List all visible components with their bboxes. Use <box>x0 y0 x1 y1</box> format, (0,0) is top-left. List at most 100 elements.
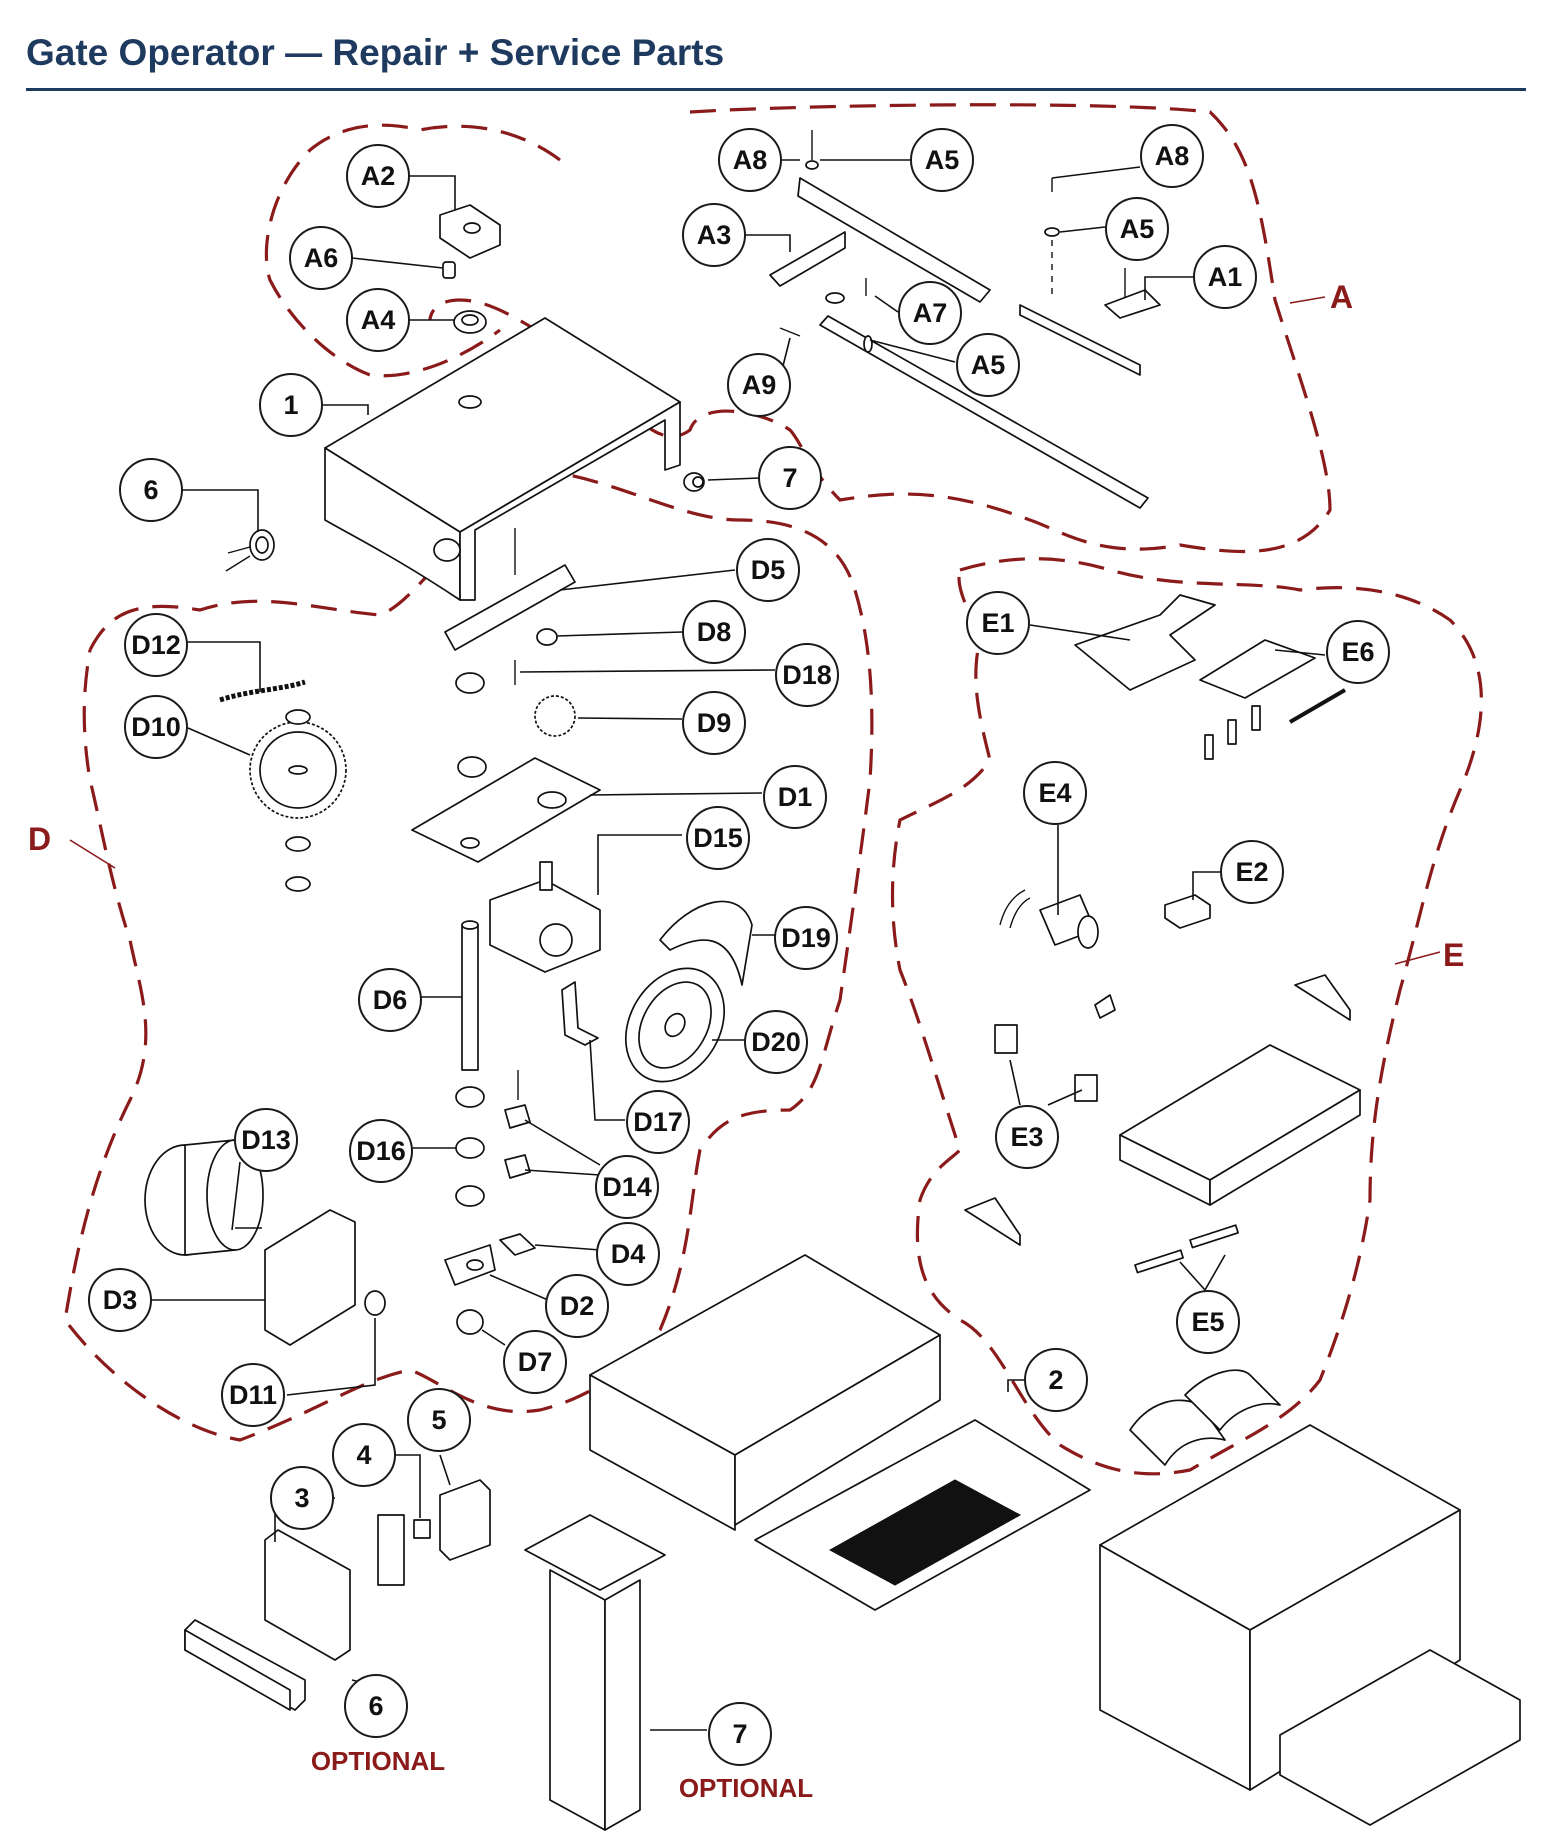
svg-text:D4: D4 <box>611 1239 646 1269</box>
callout-a5-right[interactable]: A5 <box>1105 197 1169 261</box>
callout-d20[interactable]: D20 <box>744 1010 808 1074</box>
callout-d17[interactable]: D17 <box>626 1090 690 1154</box>
callout-d15[interactable]: D15 <box>686 806 750 870</box>
callout-3[interactable]: 3 <box>270 1466 334 1530</box>
callout-a8-right[interactable]: A8 <box>1140 124 1204 188</box>
svg-text:D2: D2 <box>560 1291 595 1321</box>
callout-a4[interactable]: A4 <box>346 288 410 352</box>
callout-d3[interactable]: D3 <box>88 1268 152 1332</box>
gearbox-d15 <box>489 861 601 973</box>
control-box <box>1119 1044 1361 1206</box>
callout-6-top[interactable]: 6 <box>119 458 183 522</box>
svg-text:D11: D11 <box>229 1380 277 1410</box>
callout-a2[interactable]: A2 <box>346 144 410 208</box>
belt-d19 <box>659 900 753 986</box>
callout-d8[interactable]: D8 <box>682 600 746 664</box>
callout-e1[interactable]: E1 <box>966 591 1030 655</box>
svg-text:D1: D1 <box>778 782 813 812</box>
callout-e6[interactable]: E6 <box>1326 620 1390 684</box>
group-e-boundary <box>890 557 1483 1476</box>
clips-d14 <box>504 1070 531 1179</box>
svg-text:D15: D15 <box>693 823 743 853</box>
capacitor-e4 <box>999 889 1099 949</box>
svg-text:E4: E4 <box>1038 778 1071 808</box>
callout-e3[interactable]: E3 <box>995 1105 1059 1169</box>
svg-text:A1: A1 <box>1208 262 1243 292</box>
callout-d14[interactable]: D14 <box>595 1155 659 1219</box>
group-a-pointer <box>1289 296 1326 304</box>
callout-d10[interactable]: D10 <box>124 695 188 759</box>
base-tray-part-2 <box>589 1254 1091 1611</box>
plate-d1 <box>411 757 601 863</box>
callout-d19[interactable]: D19 <box>774 906 838 970</box>
callout-7-bottom[interactable]: 7 <box>708 1702 772 1766</box>
callout-a3[interactable]: A3 <box>682 203 746 267</box>
page-title: Gate Operator — Repair + Service Parts <box>26 32 725 73</box>
callout-d1[interactable]: D1 <box>763 765 827 829</box>
svg-text:D9: D9 <box>697 708 732 738</box>
callout-d11[interactable]: D11 <box>221 1363 285 1427</box>
callout-a8-left[interactable]: A8 <box>718 128 782 192</box>
page-header: Gate Operator — Repair + Service Parts <box>26 28 1526 91</box>
svg-text:E2: E2 <box>1235 857 1268 887</box>
callout-d12[interactable]: D12 <box>124 613 188 677</box>
motor-d13 <box>144 1139 264 1256</box>
svg-text:D3: D3 <box>103 1285 138 1315</box>
title-underline <box>26 88 1526 91</box>
svg-text:E1: E1 <box>981 608 1014 638</box>
svg-text:D19: D19 <box>781 923 831 953</box>
callout-d2[interactable]: D2 <box>545 1274 609 1338</box>
callout-a1[interactable]: A1 <box>1193 245 1257 309</box>
callout-d5[interactable]: D5 <box>736 538 800 602</box>
svg-text:5: 5 <box>431 1405 446 1435</box>
callout-4[interactable]: 4 <box>332 1423 396 1487</box>
pads <box>1129 1369 1281 1466</box>
svg-text:D5: D5 <box>751 555 786 585</box>
callout-d18[interactable]: D18 <box>775 643 839 707</box>
svg-text:D13: D13 <box>241 1125 291 1155</box>
group-d-label: D <box>28 821 51 857</box>
svg-text:E6: E6 <box>1341 637 1374 667</box>
callout-7-top[interactable]: 7 <box>758 446 822 510</box>
callout-a7[interactable]: A7 <box>898 281 962 345</box>
group-a-boundary <box>428 103 1332 554</box>
callout-a5-top[interactable]: A5 <box>910 128 974 192</box>
mount-bracket-d5 <box>444 528 576 651</box>
svg-text:D16: D16 <box>356 1136 406 1166</box>
svg-text:3: 3 <box>294 1483 309 1513</box>
svg-text:A7: A7 <box>913 298 948 328</box>
callout-a9[interactable]: A9 <box>727 353 791 417</box>
svg-text:E3: E3 <box>1010 1122 1043 1152</box>
cover-e6 <box>1199 639 1347 760</box>
group-d-pointer <box>69 839 116 869</box>
svg-text:D14: D14 <box>602 1172 652 1202</box>
callout-e4[interactable]: E4 <box>1023 761 1087 825</box>
callout-2[interactable]: 2 <box>1024 1348 1088 1412</box>
svg-text:D10: D10 <box>131 712 181 742</box>
callout-6-bottom[interactable]: 6 <box>344 1674 408 1738</box>
svg-text:7: 7 <box>732 1719 747 1749</box>
callout-a5-bottom[interactable]: A5 <box>956 333 1020 397</box>
shaft-d6 <box>461 920 479 1071</box>
svg-text:E5: E5 <box>1191 1307 1224 1337</box>
relay-e2 <box>1164 894 1211 929</box>
sprocket-d10 <box>249 709 347 892</box>
svg-text:A5: A5 <box>971 350 1006 380</box>
callout-d4[interactable]: D4 <box>596 1222 660 1286</box>
callout-e2[interactable]: E2 <box>1220 840 1284 904</box>
bracket-d17 <box>561 981 599 1046</box>
callout-d7[interactable]: D7 <box>503 1330 567 1394</box>
brackets-part-6 <box>184 1619 306 1711</box>
callout-1[interactable]: 1 <box>259 373 323 437</box>
callout-d9[interactable]: D9 <box>682 691 746 755</box>
svg-text:A8: A8 <box>733 145 768 175</box>
callout-d13[interactable]: D13 <box>234 1108 298 1172</box>
callout-e5[interactable]: E5 <box>1176 1290 1240 1354</box>
callout-a6[interactable]: A6 <box>289 226 353 290</box>
bushing-part-6 <box>225 529 275 572</box>
callout-d6[interactable]: D6 <box>358 968 422 1032</box>
callout-5[interactable]: 5 <box>407 1388 471 1452</box>
bracket-d2 <box>444 1244 496 1286</box>
bearing <box>455 672 487 778</box>
callout-d16[interactable]: D16 <box>349 1119 413 1183</box>
